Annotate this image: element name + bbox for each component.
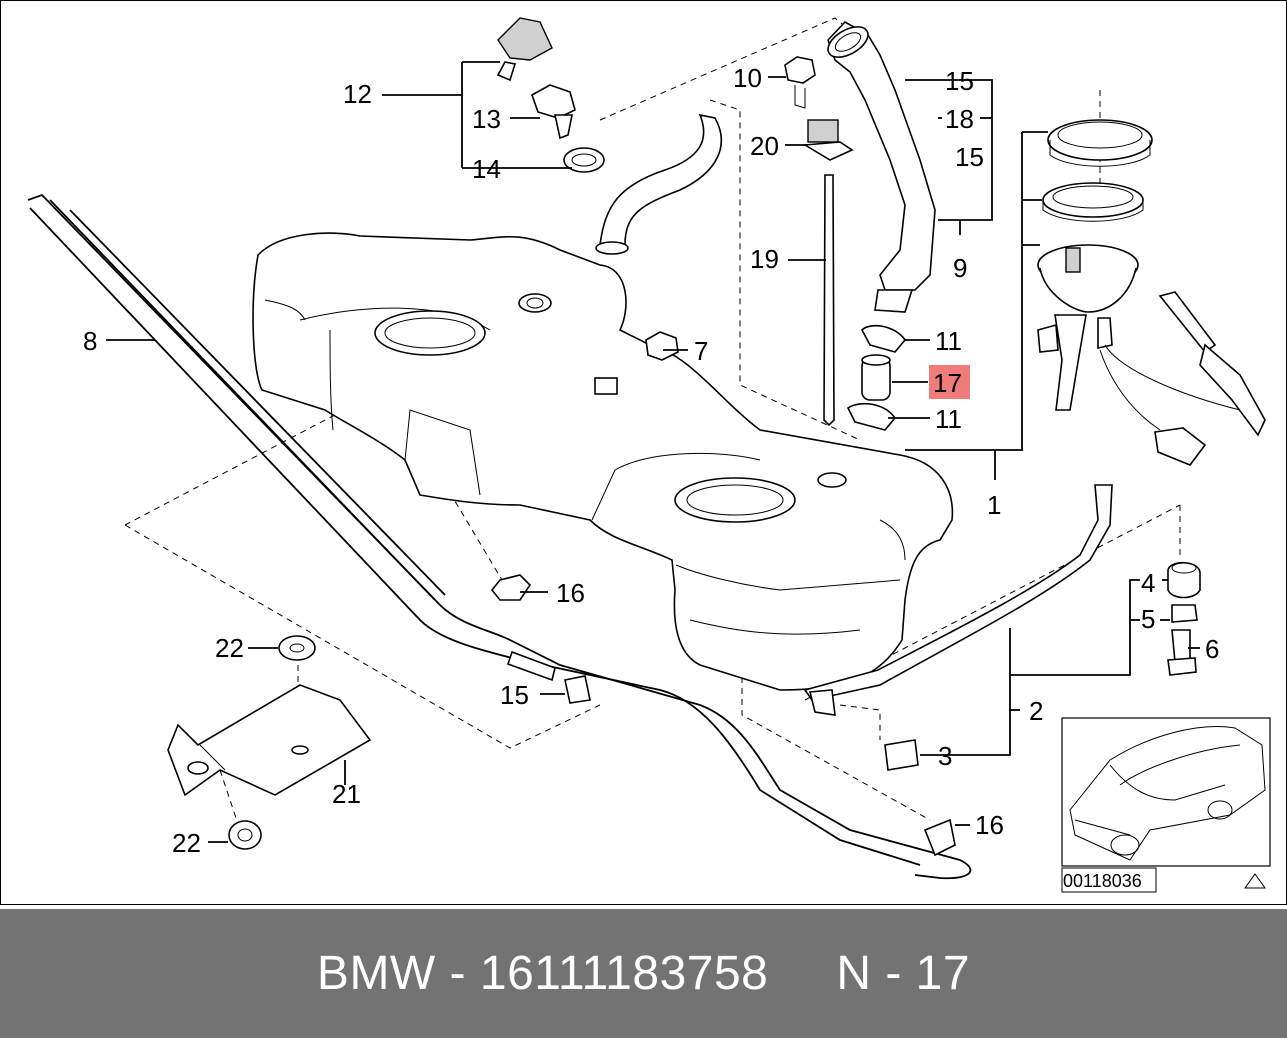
callout-19: 19 bbox=[750, 244, 779, 274]
callout-numbers: 12 13 14 10 20 19 8 7 15 18 15 9 11 17 1… bbox=[83, 63, 1219, 858]
callout-12: 12 bbox=[343, 79, 372, 109]
filler-cap-group bbox=[496, 17, 605, 173]
callout-6: 6 bbox=[1205, 634, 1219, 664]
fuel-lines bbox=[27, 193, 972, 880]
fuel-tank-exploded-diagram: 12 13 14 10 20 19 8 7 15 18 15 9 11 17 1… bbox=[27, 17, 1271, 893]
fuel-pump-assembly bbox=[1037, 119, 1266, 466]
warning-triangle-icon bbox=[1244, 873, 1266, 889]
hose-clamps bbox=[846, 324, 906, 431]
callout-16-right: 16 bbox=[975, 810, 1004, 840]
part-number-label: BMW - 16111183758 bbox=[316, 947, 769, 1000]
drawing-number: 00118036 bbox=[1063, 871, 1142, 891]
callout-9: 9 bbox=[953, 253, 967, 283]
callout-17: 17 bbox=[933, 368, 962, 398]
callout-5: 5 bbox=[1141, 604, 1155, 634]
dashed-guide-lines bbox=[124, 17, 1181, 831]
callout-2: 2 bbox=[1029, 696, 1043, 726]
callout-7: 7 bbox=[694, 336, 708, 366]
tank-strap bbox=[803, 484, 1201, 771]
filler-neck bbox=[827, 20, 936, 313]
callout-18: 18 bbox=[945, 104, 974, 134]
callout-3: 3 bbox=[938, 741, 952, 771]
callout-22-top: 22 bbox=[215, 633, 244, 663]
callout-13: 13 bbox=[472, 104, 501, 134]
callout-10: 10 bbox=[733, 63, 762, 93]
position-label: N - 17 bbox=[836, 947, 971, 1000]
vehicle-thumbnail: 00118036 bbox=[1061, 717, 1271, 893]
callout-11-bottom: 11 bbox=[935, 404, 962, 434]
callout-4: 4 bbox=[1141, 568, 1155, 598]
callout-15-bottom: 15 bbox=[500, 680, 529, 710]
footer-bar: BMW - 16111183758 N - 17 bbox=[0, 909, 1287, 1038]
callout-15-top: 15 bbox=[945, 66, 974, 96]
callout-21: 21 bbox=[332, 779, 361, 809]
callout-16-left: 16 bbox=[556, 578, 585, 608]
callout-1: 1 bbox=[987, 490, 1001, 520]
callout-8: 8 bbox=[83, 326, 97, 356]
callout-20: 20 bbox=[750, 131, 779, 161]
fuel-tank bbox=[252, 113, 954, 691]
callout-14: 14 bbox=[472, 154, 501, 184]
small-hardware bbox=[645, 56, 854, 427]
highlight-17 bbox=[929, 365, 970, 399]
heat-shield bbox=[167, 635, 372, 850]
leader-lines bbox=[106, 61, 1200, 843]
callout-11-top: 11 bbox=[935, 326, 962, 356]
footer-text: BMW - 16111183758 N - 17 bbox=[317, 946, 970, 1001]
callout-15-mid: 15 bbox=[955, 142, 984, 172]
callout-22-bottom: 22 bbox=[172, 828, 201, 858]
